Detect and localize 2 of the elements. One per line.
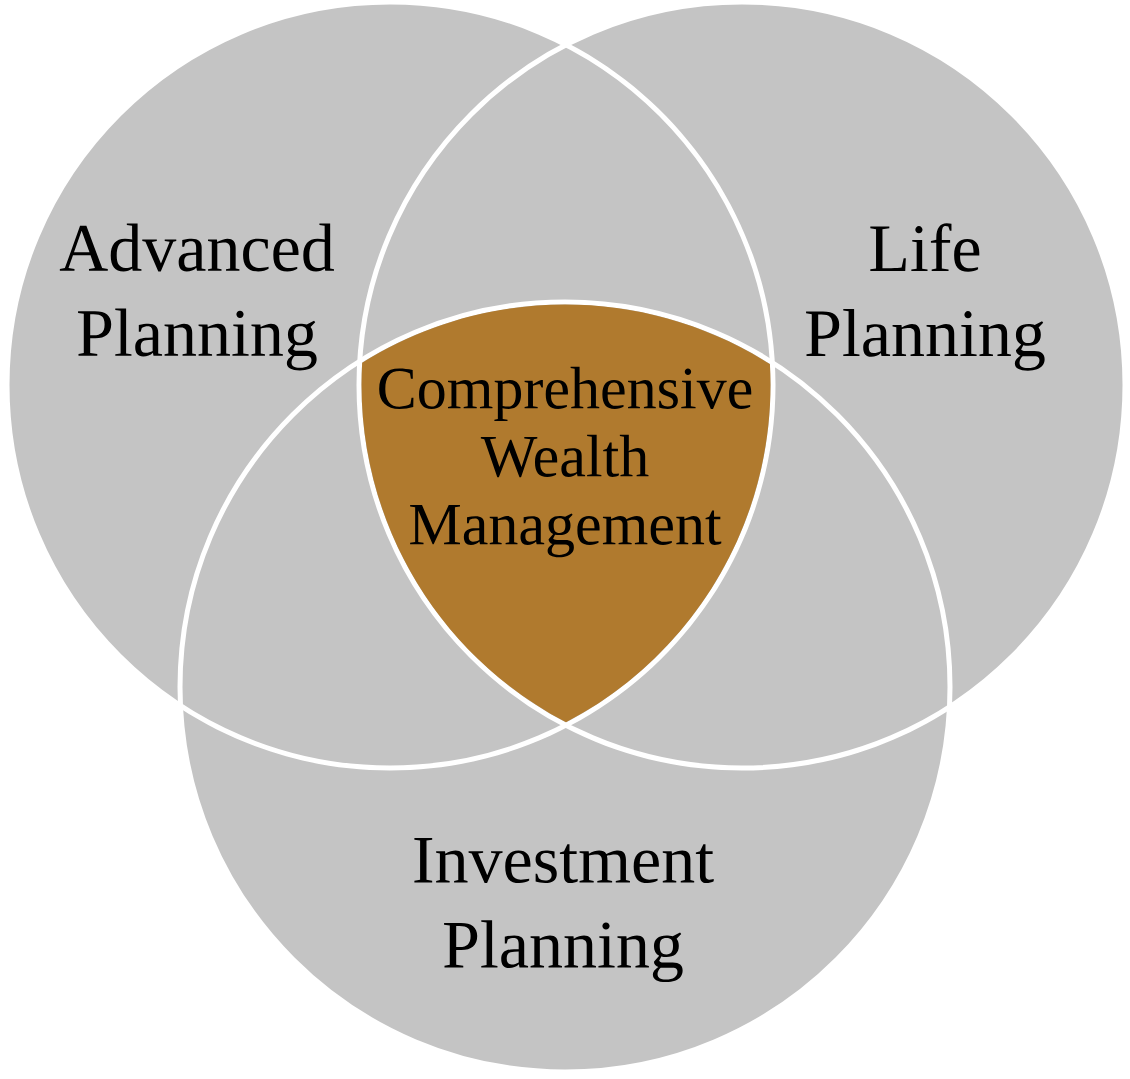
- overlap-region: Comprehensive Wealth Management: [361, 304, 771, 723]
- node-label: Investment Planning: [414, 837, 714, 983]
